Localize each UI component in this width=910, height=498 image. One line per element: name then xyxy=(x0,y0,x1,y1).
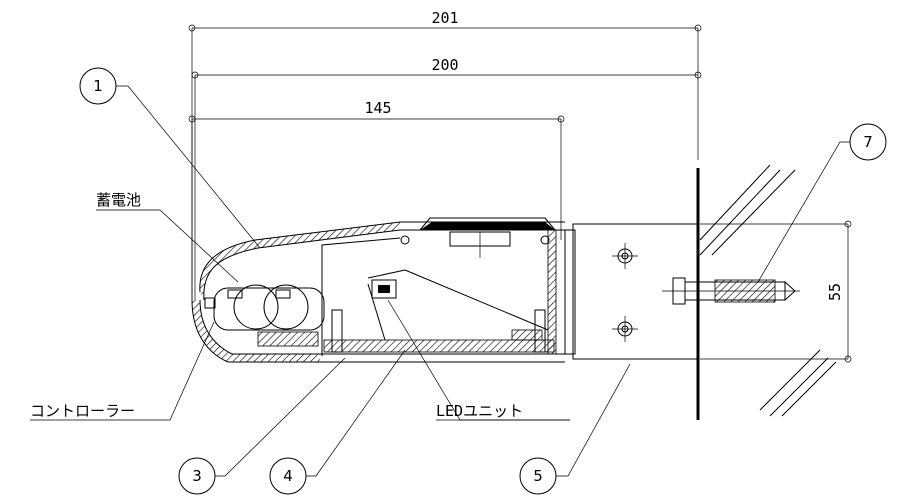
dimension-200: 200 xyxy=(191,56,702,300)
led-unit xyxy=(331,269,549,353)
dimension-201: 201 xyxy=(188,9,702,300)
dimension-200-label: 200 xyxy=(431,56,458,74)
dimension-55: 55 xyxy=(700,220,852,363)
dimension-145: 145 xyxy=(188,99,565,300)
callout-3: 3 xyxy=(178,357,346,495)
mounting-bracket xyxy=(564,223,699,360)
led-unit-label: LEDユニット xyxy=(436,402,523,420)
dimension-201-label: 201 xyxy=(431,9,458,27)
led-unit-label-group: LEDユニット xyxy=(387,299,570,421)
controller-label-group: コントローラー xyxy=(30,321,215,421)
battery xyxy=(204,284,325,347)
callout-5: 5 xyxy=(519,363,631,495)
callout-7: 7 xyxy=(757,123,887,283)
callout-1-label: 1 xyxy=(93,77,103,95)
controller-label: コントローラー xyxy=(30,402,135,420)
callout-7-label: 7 xyxy=(863,133,873,151)
dimension-145-label: 145 xyxy=(364,99,391,117)
callout-1: 1 xyxy=(79,67,261,249)
callout-5-label: 5 xyxy=(533,467,543,485)
battery-label: 蓄電池 xyxy=(96,191,141,209)
callout-3-label: 3 xyxy=(192,467,202,485)
callout-4-label: 4 xyxy=(283,467,293,485)
dimension-55-label: 55 xyxy=(826,283,844,301)
callout-4: 4 xyxy=(269,349,406,495)
housing xyxy=(191,217,565,363)
battery-label-group: 蓄電池 xyxy=(96,191,239,283)
anchor-bolt xyxy=(662,277,800,305)
